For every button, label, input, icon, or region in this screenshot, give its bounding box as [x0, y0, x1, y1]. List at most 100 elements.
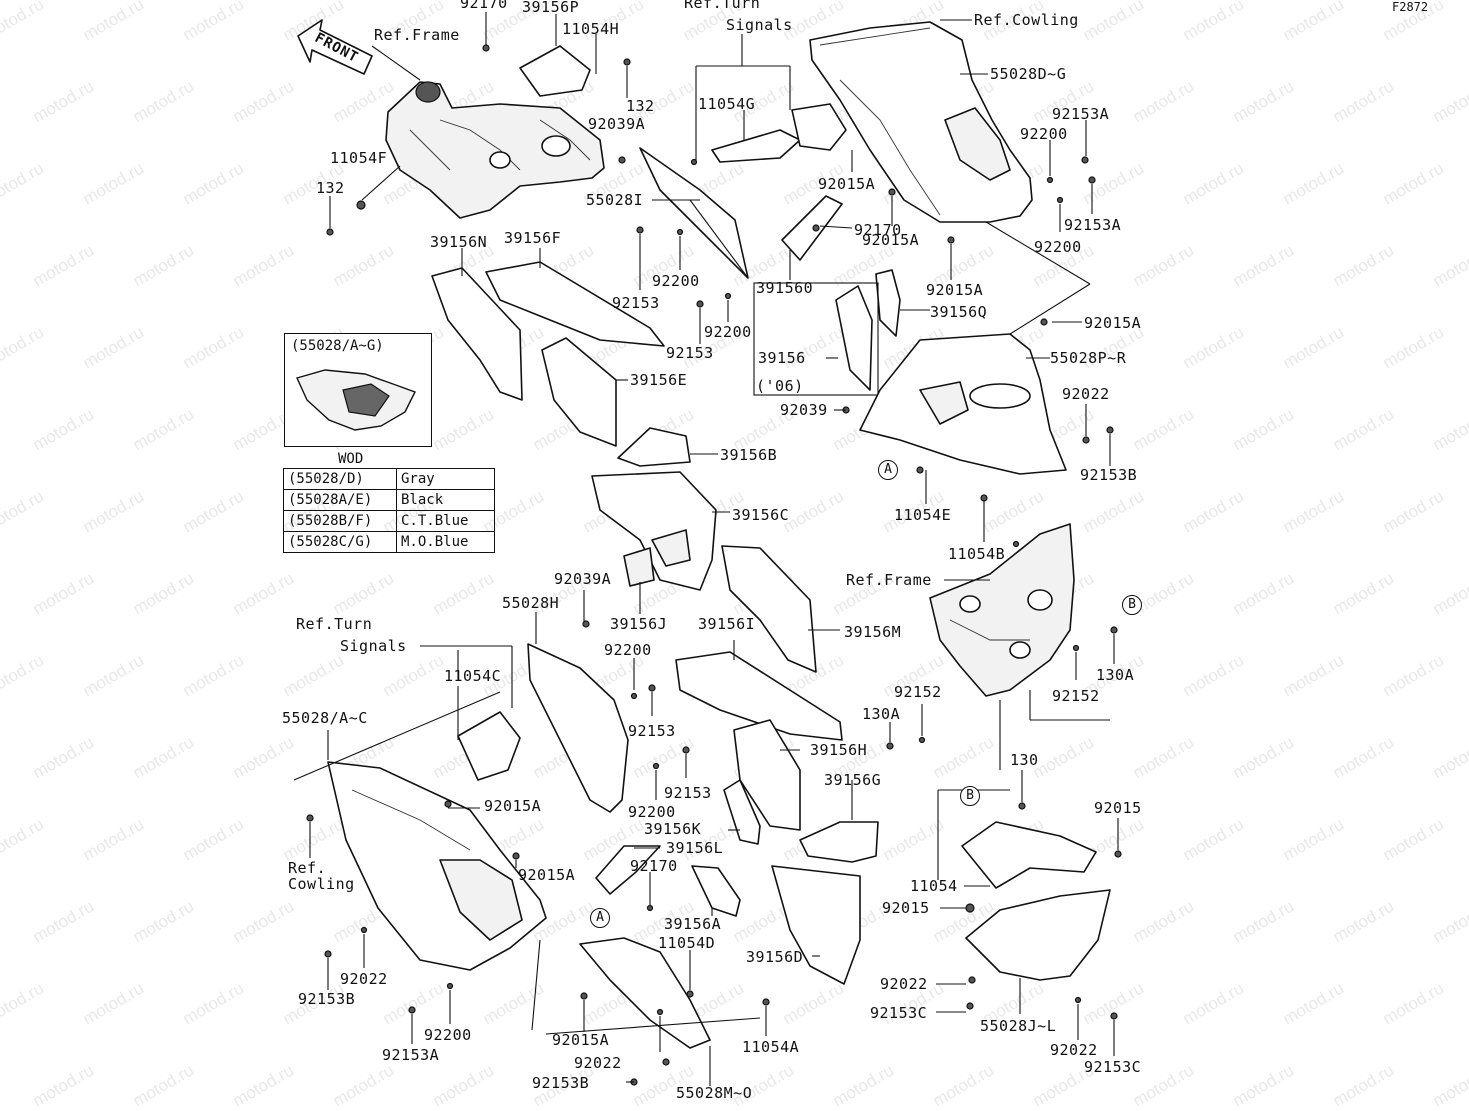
part-label: 92015A — [926, 281, 984, 299]
part-label: 92153B — [532, 1074, 590, 1092]
wod-code-cell: (55028B/F) — [283, 510, 397, 532]
part-label: 92039A — [588, 115, 646, 133]
part-label: 92039A — [554, 570, 612, 588]
frame-top-left — [385, 81, 605, 219]
part-label: 11054H — [562, 20, 620, 38]
part-label: 92153 — [666, 344, 714, 362]
part-label: 39156M — [844, 623, 902, 641]
inner-panel-55028I — [639, 147, 749, 279]
wod-row: (55028/D)Gray — [283, 468, 495, 490]
wod-code-cell: (55028/D) — [283, 468, 397, 490]
callout-A-lower: A — [590, 908, 610, 928]
wod-code-cell: (55028A/E) — [283, 489, 397, 511]
part-label: 39156N — [430, 233, 488, 251]
part-label: 92022 — [1050, 1041, 1098, 1059]
wod-color-cell: M.O.Blue — [396, 531, 495, 553]
part-label: 92200 — [1020, 125, 1068, 143]
part-label: 92200 — [628, 803, 676, 821]
part-label: 39156J — [610, 615, 668, 633]
part-label: 39156H — [810, 741, 868, 759]
part-label: 55028D~G — [990, 65, 1067, 83]
part-label: 92015A — [518, 866, 576, 884]
part-label: 92153A — [1064, 216, 1122, 234]
part-label: 92015A — [484, 797, 542, 815]
part-label: 132 — [626, 97, 655, 115]
wod-color-cell: Gray — [396, 468, 495, 490]
part-label: 92170 — [460, 0, 508, 12]
part-label: 92153 — [612, 294, 660, 312]
part-label: 130A — [862, 705, 901, 723]
part-label: 92153A — [382, 1046, 440, 1064]
part-label: 92153 — [664, 784, 712, 802]
part-label: 92022 — [340, 970, 388, 988]
part-label: 391560 — [756, 279, 814, 297]
part-label: 92039 — [780, 401, 828, 419]
part-label: 92153C — [870, 1004, 928, 1022]
wod-inset-drawing — [296, 369, 416, 431]
part-label: 92153A — [1052, 105, 1110, 123]
part-label: 39156L — [666, 839, 724, 857]
part-label: 92200 — [652, 272, 700, 290]
part-label: 11054D — [658, 934, 716, 952]
part-label: 92015 — [882, 899, 930, 917]
part-label: 92153 — [628, 722, 676, 740]
part-label: 39156E — [630, 371, 688, 389]
part-label: 39156F — [504, 229, 562, 247]
upper-cowling — [809, 21, 1033, 223]
part-label: 39156 — [758, 349, 806, 367]
part-label: 92015 — [1094, 799, 1142, 817]
leader-lines — [293, 12, 1119, 1086]
wod-color-cell: Black — [396, 489, 495, 511]
part-label: Signals — [340, 637, 407, 655]
wod-color-table: (55028/D)Gray(55028A/E)Black(55028B/F)C.… — [283, 468, 495, 553]
part-label: Ref.Turn — [296, 615, 373, 633]
part-label: Ref.Cowling — [974, 11, 1079, 29]
left-cowling — [327, 761, 547, 971]
part-label: 11054 — [910, 877, 958, 895]
bracket-11054G — [711, 103, 847, 163]
part-label: 92015A — [862, 231, 920, 249]
wod-code-cell: (55028C/G) — [283, 531, 397, 553]
part-label: 92022 — [574, 1054, 622, 1072]
part-label: 92015A — [1084, 314, 1142, 332]
part-label: 92200 — [1034, 238, 1082, 256]
part-label: 55028J~L — [980, 1017, 1057, 1035]
part-label: 11054C — [444, 667, 502, 685]
wod-panel-title: (55028/A~G) — [291, 338, 384, 354]
wod-row: (55028A/E)Black — [283, 489, 495, 511]
part-label: 55028I — [586, 191, 644, 209]
part-label: 39156D — [746, 948, 804, 966]
part-label: 39156I — [698, 615, 756, 633]
part-label: 92022 — [1062, 385, 1110, 403]
part-label: Signals — [726, 16, 793, 34]
part-label: Ref.Turn — [684, 0, 761, 12]
part-label: 11054G — [698, 95, 756, 113]
figure-code: F2872 — [1392, 0, 1429, 14]
fasteners — [306, 44, 1122, 1086]
part-label: 39156Q — [930, 303, 988, 321]
part-label: 92153C — [1084, 1058, 1142, 1076]
part-label: 55028P~R — [1050, 349, 1127, 367]
part-label: 11054F — [330, 149, 388, 167]
part-label: 55028/A~C — [282, 709, 368, 727]
part-label: Cowling — [288, 875, 355, 893]
part-label: 92152 — [894, 683, 942, 701]
part-label: 132 — [316, 179, 345, 197]
callout-B-lower: B — [960, 786, 980, 806]
part-label: 92015A — [552, 1031, 610, 1049]
part-label: 39156K — [644, 820, 702, 838]
part-label: 92200 — [704, 323, 752, 341]
part-label: 39156B — [720, 446, 778, 464]
part-label: 92022 — [880, 975, 928, 993]
part-label: Ref.Frame — [374, 26, 460, 44]
part-label: 39156P — [522, 0, 580, 16]
part-label: 130 — [1010, 751, 1039, 769]
wod-title: WOD — [338, 451, 364, 467]
part-label: 39156A — [664, 915, 722, 933]
part-label: 92200 — [424, 1026, 472, 1044]
part-label: 130A — [1096, 666, 1135, 684]
part-label: 55028M~O — [676, 1084, 753, 1102]
front-arrow — [297, 19, 373, 75]
